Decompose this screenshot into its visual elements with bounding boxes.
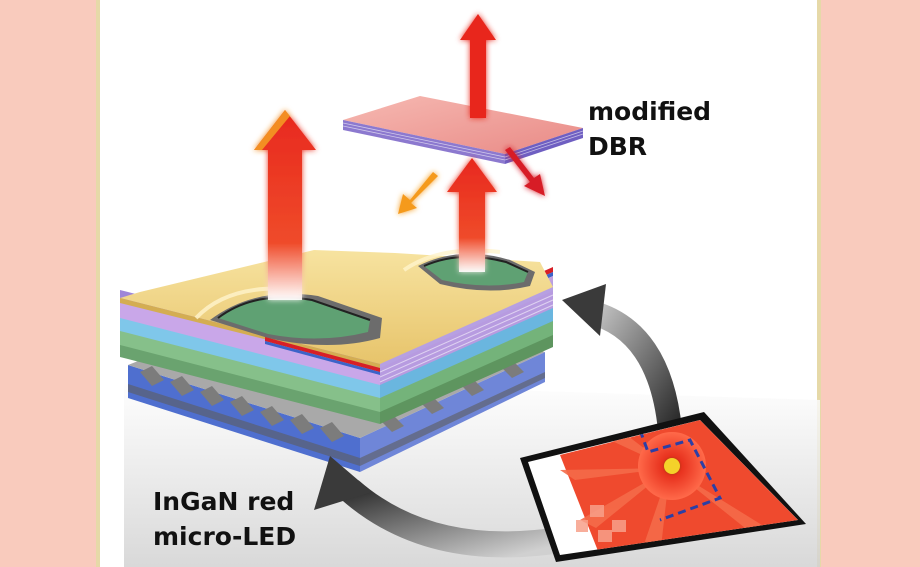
micro-led-label: InGaN red micro-LED xyxy=(153,484,296,554)
micro-led-label-line2: micro-LED xyxy=(153,519,296,554)
dbr-label-line1: modified xyxy=(588,94,711,129)
dbr-label-line2: DBR xyxy=(588,129,711,164)
micro-led-label-line1: InGaN red xyxy=(153,484,296,519)
dbr-label: modified DBR xyxy=(588,94,711,164)
modified-dbr-plate xyxy=(343,96,583,164)
